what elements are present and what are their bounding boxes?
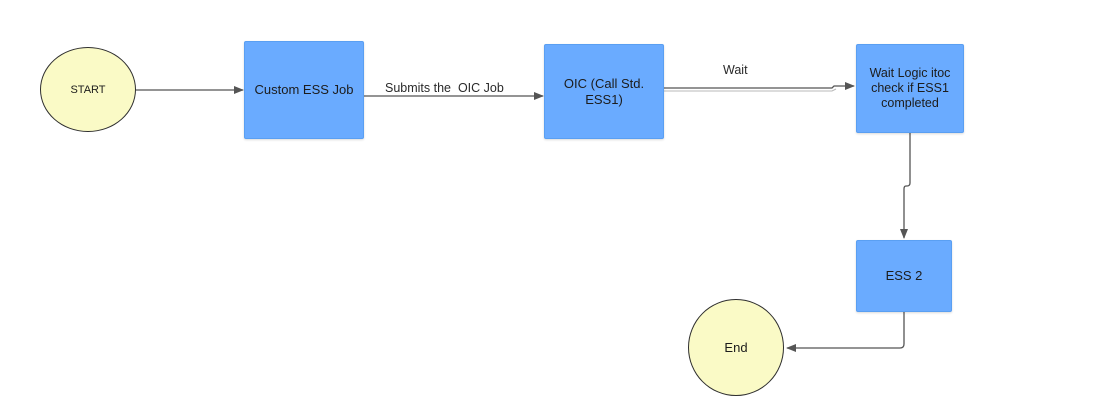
custom-ess-job-node: Custom ESS Job <box>244 41 364 139</box>
oic-node-label: OIC (Call Std. ESS1) <box>563 75 645 107</box>
end-node-label: End <box>724 340 748 355</box>
edge-wait-logic-to-ess2 <box>900 133 911 239</box>
edge-oic-to-wait-logic <box>664 82 855 90</box>
edge-oic-to-wait-logic-shadow <box>664 88 837 92</box>
oic-node: OIC (Call Std. ESS1) <box>544 44 664 139</box>
edge-label-submits-oic-job-text: Submits the OIC Job <box>385 81 504 95</box>
wait-logic-node-label: Wait Logic itoc check if ESS1 completed <box>869 66 951 110</box>
custom-ess-job-node-label: Custom ESS Job <box>254 82 354 97</box>
edge-label-wait: Wait <box>721 63 750 77</box>
start-node: START <box>40 47 136 132</box>
edge-ess2-to-end <box>786 312 905 352</box>
wait-logic-node: Wait Logic itoc check if ESS1 completed <box>856 44 964 133</box>
end-node: End <box>688 299 784 396</box>
ess2-node: ESS 2 <box>856 240 952 312</box>
edge-label-wait-text: Wait <box>723 63 748 77</box>
start-node-label: START <box>70 83 106 96</box>
edge-label-submits-oic-job: Submits the OIC Job <box>383 81 506 95</box>
ess2-node-label: ESS 2 <box>885 268 923 283</box>
